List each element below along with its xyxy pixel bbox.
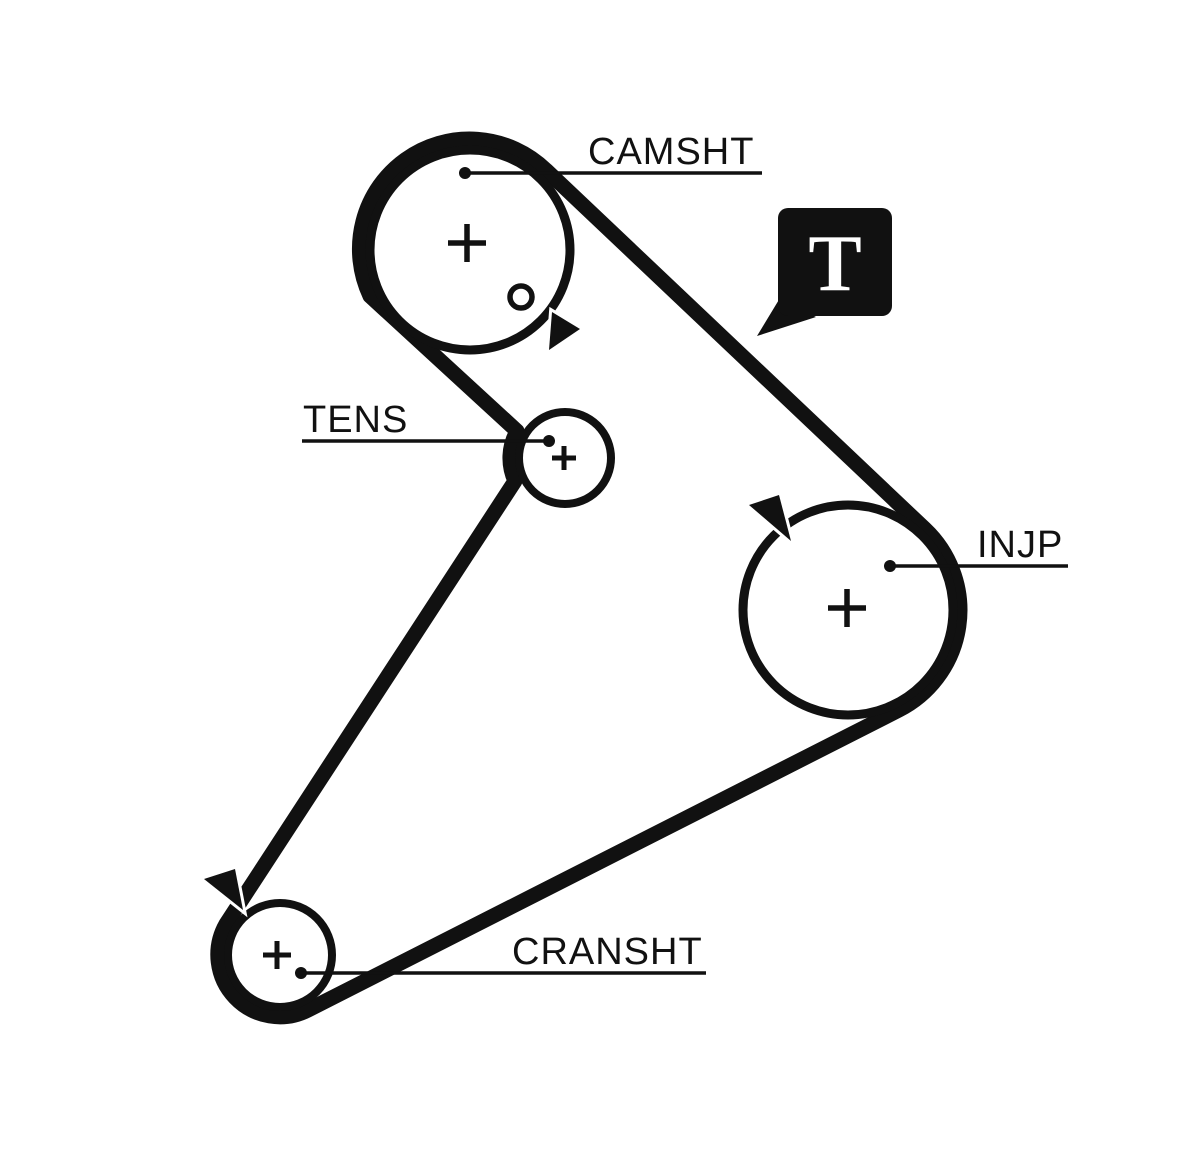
crankshaft-pulley <box>224 899 336 1011</box>
camshaft-timing-hole-icon <box>507 283 535 311</box>
camshaft-pulley-circle <box>365 145 575 355</box>
crankshaft-rotation-arrow-icon <box>197 865 248 918</box>
tensioner-label: TENS <box>303 399 408 441</box>
badge-tail <box>757 298 816 336</box>
tensioner-plus-mark <box>552 446 576 470</box>
tensioner-callout: TENS <box>302 399 549 443</box>
injection-pump-plus-mark <box>828 589 866 627</box>
injection-pump-label: INJP <box>977 524 1063 566</box>
injection-pump-rotation-arrow-icon <box>743 491 797 550</box>
camshaft-rotation-arrow-icon <box>545 306 586 356</box>
crankshaft-plus-mark <box>263 941 291 969</box>
camshaft-callout: CAMSHT <box>465 131 762 175</box>
camshaft-label: CAMSHT <box>588 131 754 173</box>
badge-letter: T <box>808 220 861 308</box>
camshaft-plus-mark <box>448 224 486 262</box>
injection-pump-callout: INJP <box>890 524 1068 568</box>
timing-belt-path <box>210 131 968 1025</box>
crankshaft-label: CRANSHT <box>512 931 703 973</box>
tension-check-badge: T <box>757 208 892 336</box>
crankshaft-callout: CRANSHT <box>301 931 706 975</box>
tensioner-pulley <box>515 408 615 508</box>
badge-box <box>778 208 892 316</box>
camshaft-pulley <box>365 145 575 355</box>
injection-pump-pulley <box>738 500 958 720</box>
